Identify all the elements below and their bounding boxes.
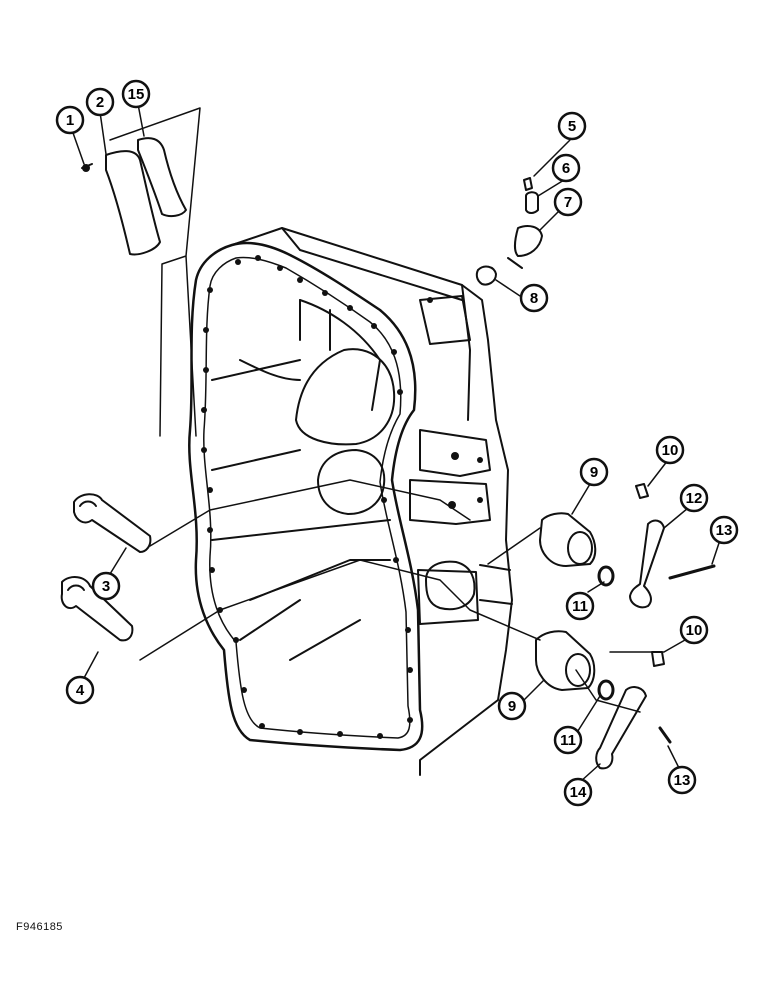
plug-6 bbox=[523, 177, 539, 214]
elbow-7 bbox=[507, 225, 543, 269]
callout-10-upper: 10 bbox=[655, 435, 685, 465]
svg-text:12: 12 bbox=[686, 490, 703, 507]
svg-text:4: 4 bbox=[76, 682, 85, 699]
gasket-plate-15 bbox=[137, 137, 187, 218]
svg-text:14: 14 bbox=[570, 784, 587, 801]
svg-text:11: 11 bbox=[572, 598, 588, 615]
callout-13-upper: 13 bbox=[709, 515, 739, 545]
transmission-housing bbox=[188, 227, 513, 776]
callout-13-lower: 13 bbox=[667, 765, 697, 795]
callout-11-upper: 11 bbox=[565, 591, 595, 621]
shift-rail-3 bbox=[73, 493, 152, 553]
svg-text:9: 9 bbox=[590, 464, 598, 481]
lever-12 bbox=[629, 519, 665, 609]
callout-8: 8 bbox=[519, 283, 549, 313]
callout-4: 4 bbox=[65, 675, 95, 705]
svg-text:3: 3 bbox=[102, 578, 110, 595]
pin-13-upper bbox=[668, 564, 716, 580]
bushing-9-upper bbox=[539, 512, 597, 567]
svg-text:5: 5 bbox=[568, 118, 576, 135]
svg-text:1: 1 bbox=[66, 112, 74, 129]
callout-9-lower: 9 bbox=[497, 691, 527, 721]
svg-text:15: 15 bbox=[128, 86, 145, 103]
callout-10-lower: 10 bbox=[679, 615, 709, 645]
gasket-plate-2 bbox=[105, 150, 161, 256]
svg-text:6: 6 bbox=[562, 160, 570, 177]
screw-10-upper bbox=[635, 483, 649, 499]
seal-11-upper bbox=[597, 565, 615, 587]
lever-14 bbox=[595, 686, 647, 770]
nut-8 bbox=[475, 265, 497, 286]
seal-11-lower bbox=[597, 679, 615, 701]
svg-text:10: 10 bbox=[686, 622, 703, 639]
svg-text:9: 9 bbox=[508, 698, 516, 715]
callout-14: 14 bbox=[563, 777, 593, 807]
svg-text:2: 2 bbox=[96, 94, 104, 111]
screw-1 bbox=[81, 163, 93, 172]
callout-11-lower: 11 bbox=[553, 725, 583, 755]
pin-13-lower bbox=[658, 726, 672, 744]
callout-2: 2 bbox=[85, 87, 115, 117]
callout-1: 1 bbox=[55, 105, 85, 135]
callout-3: 3 bbox=[91, 571, 121, 601]
svg-text:7: 7 bbox=[564, 194, 572, 211]
bushing-9-lower bbox=[535, 630, 596, 691]
leader-lines bbox=[71, 103, 721, 783]
callout-12: 12 bbox=[679, 483, 709, 513]
svg-text:8: 8 bbox=[530, 290, 538, 307]
svg-text:11: 11 bbox=[560, 732, 576, 749]
screw-10-lower bbox=[651, 651, 665, 667]
gasket-outline-panel bbox=[109, 107, 201, 437]
callout-7: 7 bbox=[553, 187, 583, 217]
callout-9-upper: 9 bbox=[579, 457, 609, 487]
svg-text:13: 13 bbox=[674, 772, 691, 789]
shift-rail-4 bbox=[60, 576, 134, 642]
callout-15: 15 bbox=[121, 79, 151, 109]
svg-text:10: 10 bbox=[662, 442, 679, 459]
figure-id-label: F946185 bbox=[16, 921, 63, 933]
svg-text:13: 13 bbox=[716, 522, 733, 539]
callout-6: 6 bbox=[551, 153, 581, 183]
callout-5: 5 bbox=[557, 111, 587, 141]
